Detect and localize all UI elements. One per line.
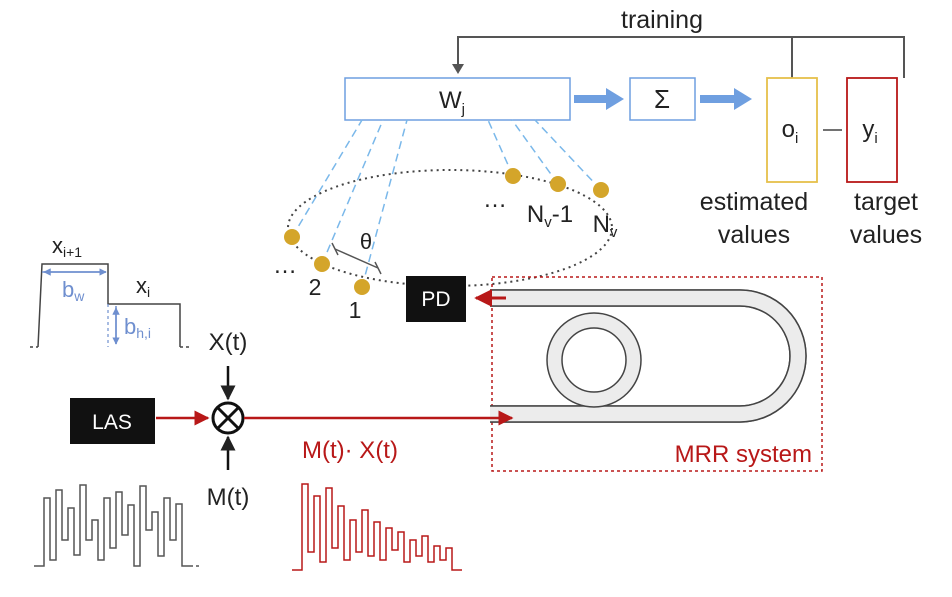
svg-text:xi: xi xyxy=(136,273,150,300)
x-next-label: x xyxy=(52,233,63,258)
svg-text:xi+1: xi+1 xyxy=(52,233,82,260)
x-input-label: X(t) xyxy=(209,329,248,356)
virtual-node-nv-2 xyxy=(505,168,521,184)
virtual-node-2 xyxy=(314,256,330,272)
sum-box: Σ xyxy=(629,77,696,121)
estimated-caption-2: values xyxy=(718,221,790,249)
modulated-waveform xyxy=(292,483,462,571)
x-next-label-sub: i+1 xyxy=(63,244,82,260)
svg-text:Wj: Wj xyxy=(439,87,465,118)
virtual-node-nv-1 xyxy=(550,176,566,192)
svg-text:oi: oi xyxy=(782,116,799,147)
node-label-2: 2 xyxy=(309,274,322,300)
virtual-node-nv xyxy=(593,182,609,198)
node-ellipsis-left: … xyxy=(273,252,297,279)
target-label: y xyxy=(862,116,874,143)
mrr-system: MRR system xyxy=(490,276,823,472)
target-caption-1: target xyxy=(854,188,918,216)
training-label: training xyxy=(621,6,703,34)
target-box: yi xyxy=(846,77,898,183)
node-label-nv-minus-1-tail: -1 xyxy=(552,201,573,228)
las-label: LAS xyxy=(92,411,132,434)
x-i-label-sub: i xyxy=(147,284,150,300)
flow-arrows xyxy=(574,88,752,110)
estimated-caption-1: estimated xyxy=(700,188,808,216)
m-input-label: M(t) xyxy=(207,484,250,511)
weights-box: Wj xyxy=(344,77,571,121)
theta-label: θ xyxy=(360,229,372,254)
bw-label: b xyxy=(62,277,74,302)
node-label-nv-minus-1: N xyxy=(527,201,544,228)
svg-text:bh,i: bh,i xyxy=(124,314,151,341)
theta-marker: θ xyxy=(331,229,382,275)
node-ellipsis-right: … xyxy=(483,186,507,213)
input-bit-illustration: xi+1 xi bw bh,i xyxy=(30,233,192,348)
mask-waveform xyxy=(34,484,200,567)
weights-label: W xyxy=(439,87,462,114)
sum-symbol: Σ xyxy=(654,84,670,114)
node-label-nv: N xyxy=(593,211,610,238)
bh-label: b xyxy=(124,314,136,339)
target-label-sub: i xyxy=(874,130,877,147)
weight-connections xyxy=(291,119,602,288)
svg-text:Nv-1: Nv-1 xyxy=(527,201,573,231)
virtual-node-1 xyxy=(354,279,370,295)
x-i-label: x xyxy=(136,273,147,298)
pd-label: PD xyxy=(421,288,450,311)
bw-label-sub: w xyxy=(73,288,85,304)
svg-text:bw: bw xyxy=(62,277,85,304)
virtual-nodes xyxy=(284,168,609,295)
virtual-node-3 xyxy=(284,229,300,245)
output-box: oi xyxy=(766,77,818,183)
svg-text:Nv: Nv xyxy=(593,211,618,241)
node-label-nv-minus-1-sub: v xyxy=(544,214,552,231)
node-label-nv-sub: v xyxy=(610,224,618,241)
mrr-label: MRR system xyxy=(675,441,812,468)
weights-label-sub: j xyxy=(461,101,465,118)
output-label: o xyxy=(782,116,795,143)
photodetector: PD xyxy=(406,276,466,322)
mixer xyxy=(211,401,245,435)
virtual-node-ring xyxy=(287,169,613,287)
node-label-1: 1 xyxy=(349,297,362,323)
product-label: M(t)· X(t) xyxy=(302,437,398,464)
target-caption-2: values xyxy=(850,221,922,249)
laser-source: LAS xyxy=(70,398,155,444)
output-label-sub: i xyxy=(795,130,798,147)
training-loop: training xyxy=(452,6,905,78)
bh-label-sub: h,i xyxy=(136,325,151,341)
svg-text:yi: yi xyxy=(862,116,877,147)
